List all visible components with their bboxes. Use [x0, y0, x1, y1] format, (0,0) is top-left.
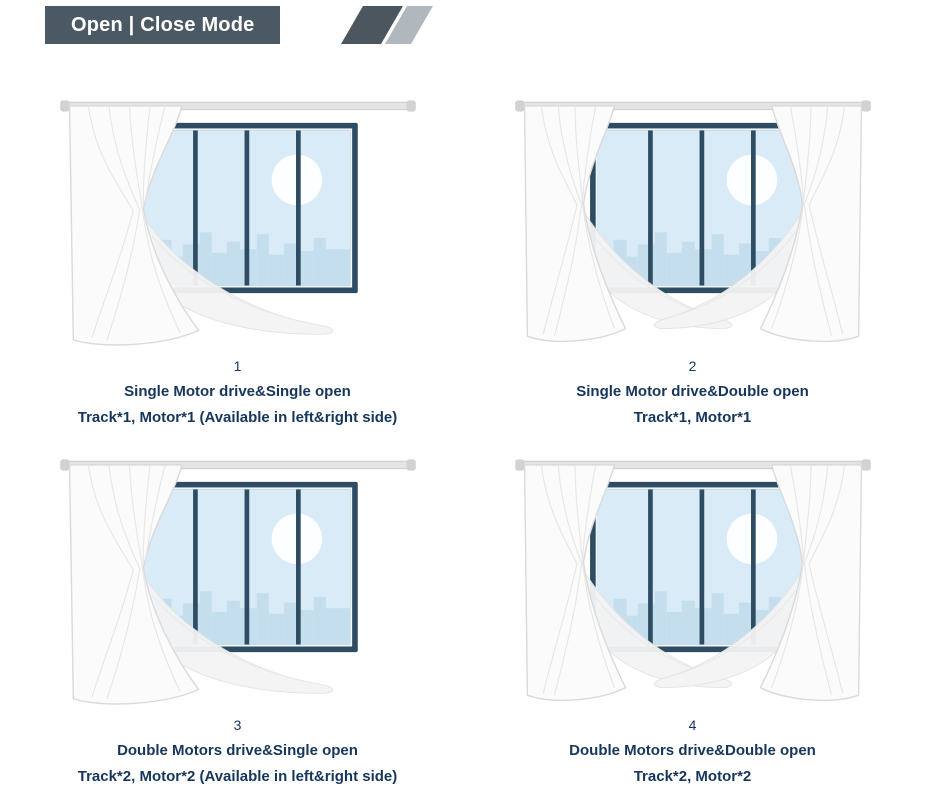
page-title: Open | Close Mode: [71, 13, 255, 36]
mode-panel-grid: 1 Single Motor drive&Single open Track*1…: [0, 51, 930, 785]
panel-subtitle: Track*1, Motor*1: [633, 409, 752, 426]
panel-title: Double Motors drive&Single open: [117, 742, 358, 759]
panel-title: Single Motor drive&Double open: [576, 383, 809, 400]
header-banner: Open | Close Mode: [45, 6, 281, 44]
mode-panel-3: 3 Double Motors drive&Single open Track*…: [24, 450, 451, 785]
panel-subtitle: Track*2, Motor*2 (Available in left&righ…: [77, 768, 398, 785]
panel-number: 4: [688, 717, 697, 733]
panel-number: 2: [688, 358, 697, 374]
single-open-curtain-diagram: [60, 450, 416, 712]
mode-panel-2: 2 Single Motor drive&Double open Track*1…: [479, 91, 906, 426]
double-open-curtain-diagram: [515, 450, 871, 712]
mode-panel-1: 1 Single Motor drive&Single open Track*1…: [24, 91, 451, 426]
panel-number: 1: [233, 358, 242, 374]
single-open-curtain-diagram: [60, 91, 416, 353]
double-open-curtain-diagram: [515, 91, 871, 353]
panel-title: Double Motors drive&Double open: [569, 742, 816, 759]
panel-subtitle: Track*1, Motor*1 (Available in left&righ…: [77, 409, 398, 426]
mode-panel-4: 4 Double Motors drive&Double open Track*…: [479, 450, 906, 785]
panel-number: 3: [233, 717, 242, 733]
panel-title: Single Motor drive&Single open: [124, 383, 351, 400]
header: Open | Close Mode: [0, 5, 930, 51]
panel-subtitle: Track*2, Motor*2: [633, 768, 752, 785]
